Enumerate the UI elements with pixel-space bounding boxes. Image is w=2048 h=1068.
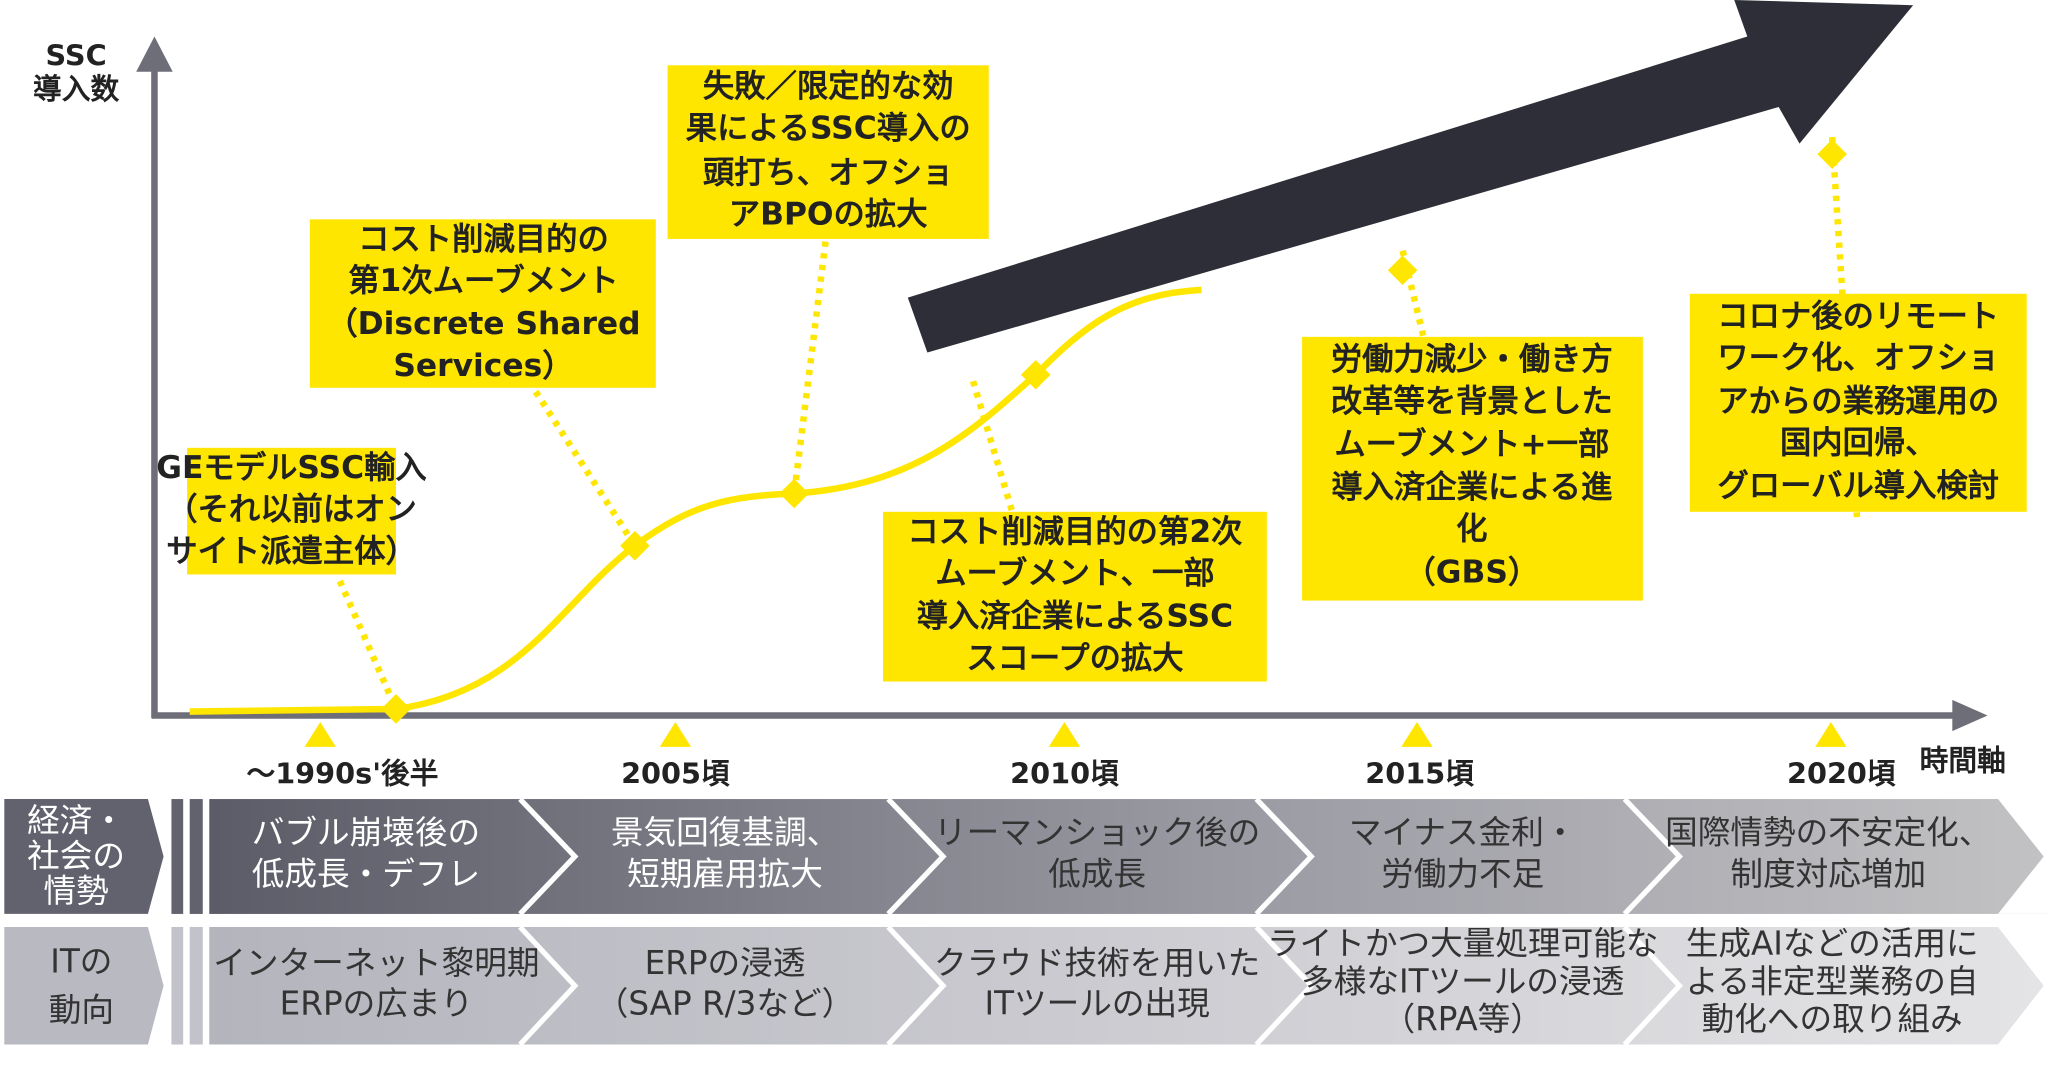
svg-text:アからの業務運用の: アからの業務運用の: [1717, 383, 1999, 419]
row-label-economy: [4, 799, 164, 914]
svg-text:（GBS）: （GBS）: [1404, 554, 1539, 590]
svg-text:改革等を背景とした: 改革等を背景とした: [1331, 383, 1613, 419]
svg-text:ITの: ITの: [50, 943, 112, 981]
tick-label: ～1990s'後半: [246, 756, 438, 790]
svg-text:景気回復基調、: 景気回復基調、: [611, 813, 839, 851]
tick-label: 2010頃: [1010, 756, 1119, 790]
svg-text:導入済企業によるSSC: 導入済企業によるSSC: [917, 598, 1233, 635]
svg-text:グローバル導入検討: グローバル導入検討: [1717, 467, 1999, 504]
svg-text:制度対応増加: 制度対応増加: [1730, 855, 1926, 893]
svg-text:導入済企業による進: 導入済企業による進: [1331, 468, 1613, 505]
svg-text:経済・: 経済・: [27, 802, 125, 840]
y-axis-arrowhead: [136, 36, 173, 72]
svg-text:インターネット黎明期: インターネット黎明期: [213, 944, 539, 982]
svg-text:労働力減少・働き方: 労働力減少・働き方: [1331, 340, 1613, 377]
tick-label: 2020頃: [1787, 756, 1896, 790]
growth-arrow: [907, 0, 1914, 353]
callout-post-covid: コロナ後のリモート ワーク化、オフショ アからの業務運用の 国内回帰、 グローバ…: [1689, 293, 2027, 512]
row-label-it: [4, 926, 164, 1045]
callout-ge-model: GEモデルSSC輸入 （それ以前はオン サイト派遣主体）: [156, 447, 427, 575]
svg-text:サイト派遣主体）: サイト派遣主体）: [166, 533, 417, 569]
svg-text:低成長: 低成長: [1048, 855, 1146, 893]
x-axis-arrowhead: [1952, 699, 1988, 732]
x-axis-label: 時間軸: [1920, 743, 2006, 777]
svg-text:アBPOの拡大: アBPOの拡大: [729, 197, 928, 233]
svg-text:マイナス金利・: マイナス金利・: [1349, 813, 1577, 851]
svg-text:失敗／限定的な効: 失敗／限定的な効: [703, 69, 954, 105]
svg-text:果によるSSC導入の: 果によるSSC導入の: [686, 110, 971, 146]
callout-gbs: 労働力減少・働き方 改革等を背景とした ムーブメント+一部 導入済企業による進 …: [1302, 336, 1643, 601]
svg-text:コスト削減目的の: コスト削減目的の: [358, 221, 609, 257]
svg-text:スコープの拡大: スコープの拡大: [966, 640, 1183, 676]
y-axis-label: 導入数: [33, 72, 119, 106]
svg-text:コスト削減目的の第2次: コスト削減目的の第2次: [907, 514, 1243, 550]
svg-text:ムーブメント+一部: ムーブメント+一部: [1334, 425, 1609, 462]
svg-text:化: 化: [1456, 511, 1487, 547]
svg-text:ERPの浸透: ERPの浸透: [645, 944, 806, 982]
svg-text:ムーブメント、一部: ムーブメント、一部: [935, 555, 1214, 592]
callout-second-movement: コスト削減目的の第2次 ムーブメント、一部 導入済企業によるSSC スコープの拡…: [882, 511, 1267, 682]
svg-text:ワーク化、オフショ: ワーク化、オフショ: [1717, 340, 1999, 376]
svg-text:コロナ後のリモート: コロナ後のリモート: [1717, 298, 1999, 334]
svg-text:短期雇用拡大: 短期雇用拡大: [627, 855, 823, 893]
svg-text:生成AIなどの活用に: 生成AIなどの活用に: [1686, 924, 1979, 962]
svg-text:国内回帰、: 国内回帰、: [1780, 425, 1937, 461]
svg-text:国際情勢の不安定化、: 国際情勢の不安定化、: [1665, 813, 1991, 851]
svg-text:Services）: Services）: [393, 348, 573, 384]
y-axis-label: SSC: [46, 38, 107, 72]
svg-text:リーマンショック後の: リーマンショック後の: [934, 813, 1260, 851]
callout-plateau: 失敗／限定的な効 果によるSSC導入の 頭打ち、オフショ アBPOの拡大: [667, 65, 989, 239]
svg-text:動化への取り組み: 動化への取り組み: [1702, 1000, 1963, 1038]
callout-first-movement: コスト削減目的の 第1次ムーブメント （Discrete Shared Serv…: [309, 219, 656, 388]
svg-text:（Discrete Shared: （Discrete Shared: [326, 306, 640, 342]
svg-text:情勢: 情勢: [43, 872, 108, 910]
row-it-trends: ITの 動向 インターネット黎明期 ERPの広まり ERPの浸透 （SAP R/…: [4, 924, 2048, 1047]
tick-label: 2005頃: [621, 756, 730, 790]
svg-text:動向: 動向: [49, 991, 114, 1029]
svg-text:（それ以前はオン: （それ以前はオン: [166, 492, 417, 528]
svg-text:（RPA等）: （RPA等）: [1382, 1000, 1542, 1038]
tick-markers: [304, 722, 1847, 747]
svg-text:労働力不足: 労働力不足: [1381, 855, 1544, 893]
svg-text:クラウド技術を用いた: クラウド技術を用いた: [934, 944, 1260, 982]
svg-text:GEモデルSSC輸入: GEモデルSSC輸入: [156, 449, 426, 486]
svg-text:多様なITツールの浸透: 多様なITツールの浸透: [1301, 962, 1624, 1000]
svg-text:頭打ち、オフショ: 頭打ち、オフショ: [703, 155, 954, 191]
svg-text:（SAP R/3など）: （SAP R/3など）: [596, 984, 855, 1022]
svg-text:バブル崩壊後の: バブル崩壊後の: [252, 813, 480, 851]
row-economy: 経済・ 社会の 情勢 バブル崩壊後の 低成長・デフレ 景気回復基調、 短期雇用拡…: [4, 797, 2048, 916]
svg-text:社会の: 社会の: [27, 837, 125, 875]
svg-text:よる非定型業務の自: よる非定型業務の自: [1686, 962, 1979, 1000]
svg-text:低成長・デフレ: 低成長・デフレ: [252, 855, 480, 893]
svg-text:ERPの広まり: ERPの広まり: [280, 984, 473, 1022]
svg-text:ライトかつ大量処理可能な: ライトかつ大量処理可能な: [1267, 924, 1659, 962]
tick-label: 2015頃: [1365, 756, 1474, 790]
svg-text:第1次ムーブメント: 第1次ムーブメント: [348, 262, 619, 299]
svg-text:ITツールの出現: ITツールの出現: [984, 984, 1209, 1022]
